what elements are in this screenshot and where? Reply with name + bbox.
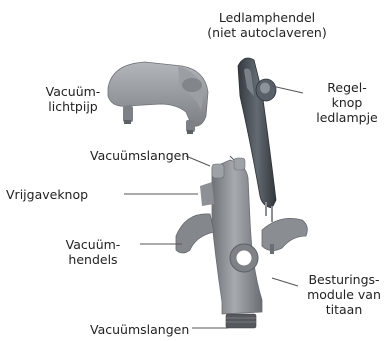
label-adjust-knob-line1: Regel- [304, 80, 390, 95]
vacuum-lever-right [262, 218, 307, 254]
label-vacuum-levers: Vacuüm- hendels [50, 237, 136, 267]
label-vacuum-levers-line2: hendels [50, 252, 136, 267]
vacuum-lever-left [176, 214, 214, 253]
vacuum-light-pipe-part [108, 62, 208, 134]
label-vacuum-light-pipe-line1: Vacuüm- [28, 84, 118, 99]
label-control-module-line3: titaan [298, 302, 390, 317]
label-adjust-knob: Regel- knop ledlampje [304, 80, 390, 125]
label-control-module-line2: module van [298, 287, 390, 302]
label-vacuum-light-pipe-line2: lichtpijp [28, 99, 118, 114]
label-vacuum-tubes-top: Vacuümslangen [90, 148, 189, 163]
label-adjust-knob-line3: ledlampje [304, 110, 390, 125]
label-vacuum-levers-line1: Vacuüm- [50, 237, 136, 252]
control-module-part [200, 158, 262, 328]
label-vacuum-light-pipe: Vacuüm- lichtpijp [28, 84, 118, 114]
label-led-lamp-handle: Ledlamphendel (niet autoclaveren) [178, 10, 356, 40]
label-vacuum-tubes-bottom: Vacuümslangen [90, 322, 189, 337]
label-control-module: Besturings- module van titaan [298, 272, 390, 317]
label-led-lamp-handle-line1: Ledlamphendel [178, 10, 356, 25]
label-control-module-line1: Besturings- [298, 272, 390, 287]
label-release-button: Vrijgaveknop [6, 187, 88, 202]
label-led-lamp-handle-line2: (niet autoclaveren) [178, 25, 356, 40]
label-adjust-knob-line2: knop [304, 95, 390, 110]
